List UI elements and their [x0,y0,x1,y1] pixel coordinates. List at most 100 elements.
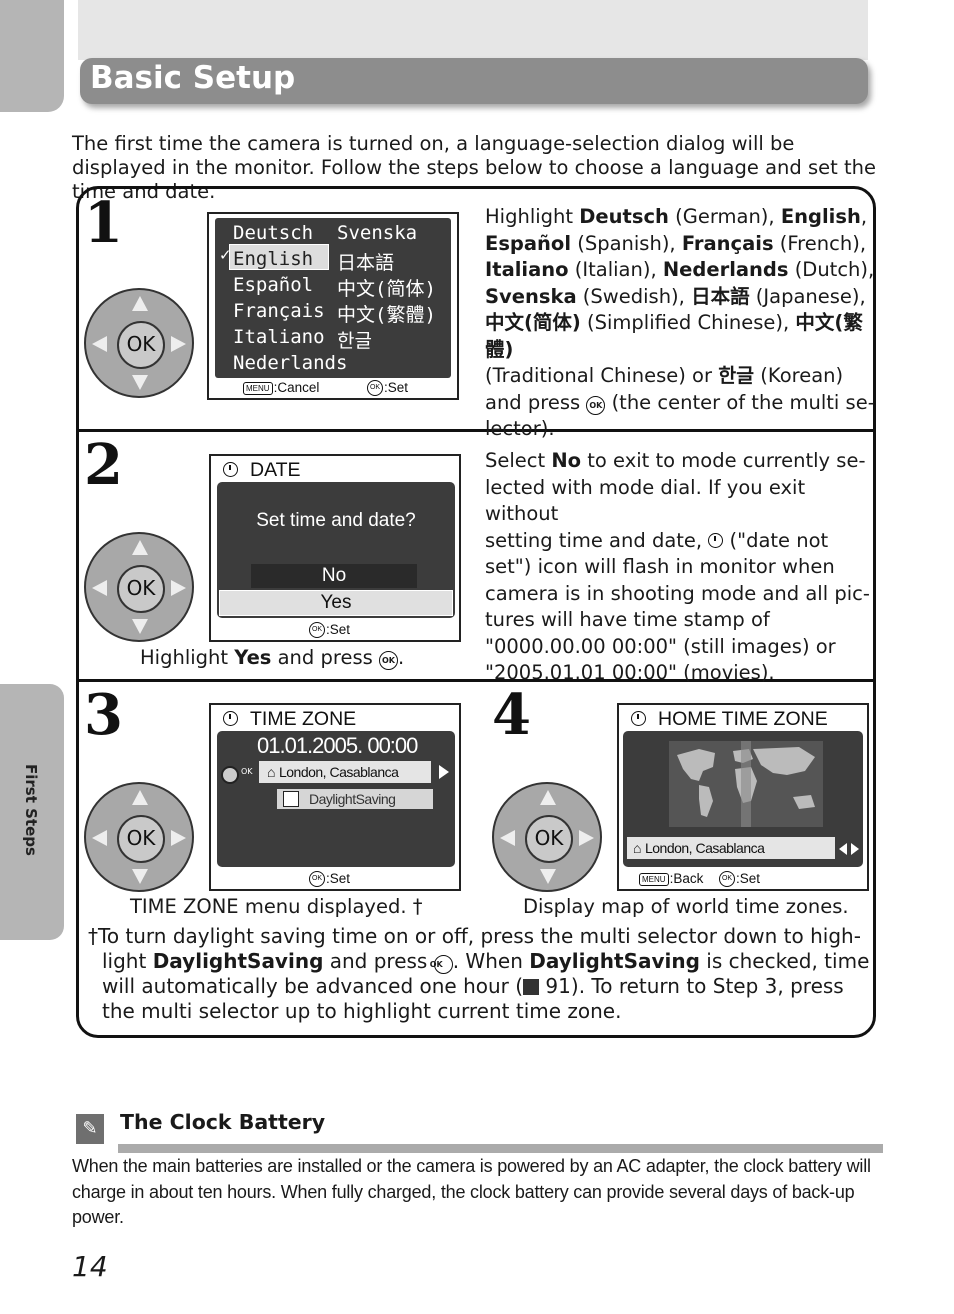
language-option[interactable]: Italiano [233,326,325,348]
option-no[interactable]: No [251,564,417,588]
text-run: 中文(繁體) [485,311,863,361]
page-number: 14 [72,1250,108,1283]
set-hint: OK:Set [367,380,408,397]
language-option[interactable]: Deutsch [233,222,314,244]
arrow-down-icon [132,619,148,634]
text-run: the multi selector up to highlight curre… [102,999,622,1023]
text-run: (Spanish), [571,231,682,255]
language-option[interactable]: 日本語 [337,252,395,274]
chapter-tab-side[interactable]: First Steps [0,684,64,940]
arrow-right-icon [171,580,186,596]
arrow-left-icon [92,580,107,596]
text-run: Nederlands [662,258,789,281]
clock-icon [631,711,646,726]
language-option[interactable]: Nederlands [233,352,348,374]
home-time-zone-screen: HOME TIME ZONE ⌂London, Casablanca MENU:… [617,703,869,891]
text-run: ("date not [723,528,829,552]
multi-selector-icon: OK [84,532,194,642]
arrow-right-icon [579,830,594,846]
text-run: tures will have time stamp of [485,608,770,631]
text-run: (German), [668,205,781,228]
language-option[interactable]: 한글 [337,330,372,352]
ok-icon: OK [586,395,606,415]
date-time-value: 01.01.2005. 00:00 [257,733,418,758]
date-dialog: Set time and date? No Yes [217,482,455,618]
chapter-tab-label: First Steps [22,764,40,856]
language-option[interactable]: Français [233,300,325,322]
language-option[interactable]: 中文(繁體) [337,304,436,326]
text-run: . [397,646,405,669]
arrow-up-icon [540,790,556,805]
page-title: Basic Setup [90,60,296,96]
text-run: (Swedish), [576,284,692,308]
language-option[interactable]: English [233,248,314,270]
text-run: and press [485,390,587,414]
text-run: 中文(简体) [485,311,581,334]
set-hint: OK:Set [309,622,350,639]
text-run: . When [452,949,530,973]
menu-icon: MENU [639,872,669,886]
ok-button-icon: OK [117,321,165,369]
text-run: "2005.01.01 00:00" (movies). [485,661,775,684]
ok-dot-icon [221,766,239,784]
world-map-icon [669,741,823,827]
ok-icon: OK [367,380,383,397]
chapter-tab-top [0,0,64,112]
step1-description: Highlight Deutsch (German), English,Espa… [485,204,875,443]
arrow-right-icon [171,336,186,352]
text-run: (Traditional Chinese) or [485,364,719,387]
clock-icon [223,711,238,726]
text-run: Español [485,231,572,255]
note-pencil-icon: ✎ [76,1114,104,1144]
language-option[interactable]: Svenska [337,222,418,244]
language-option[interactable]: 中文(简体) [337,278,436,300]
text-run: and press [323,949,434,973]
cancel-hint: MENU:Cancel [243,380,319,395]
header-band [78,0,868,60]
note-text: When the main batteries are installed or… [72,1156,871,1227]
text-run: (Korean) [754,364,844,387]
arrow-right-icon[interactable] [439,765,449,779]
arrow-down-icon [540,869,556,884]
multi-selector-icon: OK [84,288,194,398]
arrow-left-icon [500,830,515,846]
world-map-panel: ⌂London, Casablanca [623,731,863,867]
zone-field[interactable]: ⌂London, Casablanca [259,761,431,783]
back-hint: MENU:Back [639,871,703,886]
text-run: Highlight [140,646,235,669]
steps-box [76,186,876,1038]
step-divider [76,679,876,682]
text-run: and press [271,646,379,669]
language-option[interactable]: Español [233,274,314,296]
set-hint: OK:Set [309,871,350,888]
multi-selector-icon: OK [84,782,194,892]
option-yes[interactable]: Yes [219,590,453,616]
text-run: 한글 [718,364,755,387]
text-run: (Japanese), [749,284,866,308]
set-hint: OK:Set [719,871,760,888]
dialog-question: Set time and date? [256,510,416,531]
checkbox-icon [283,791,299,807]
home-zone-field[interactable]: ⌂London, Casablanca [627,837,835,859]
arrow-left-icon[interactable] [839,843,847,855]
text-run: (the center of the multi se- [605,390,875,414]
text-run: setting time and date, [485,528,709,552]
step2-caption: Highlight Yes and press OK. [140,646,404,670]
daylight-saving-option[interactable]: DaylightSaving [277,789,433,809]
ok-button-icon: OK [525,815,573,863]
ok-button-icon: OK [117,565,165,613]
text-run: Français [681,231,774,255]
screen-title: DATE [223,459,301,482]
text-run: , [860,205,868,228]
text-run: DaylightSaving [529,949,700,973]
text-run: light [102,949,153,973]
text-run: (Italian), [568,258,663,281]
text-run: 日本語 [691,284,750,308]
text-run: is checked, time [699,949,870,973]
text-run: † [88,924,98,948]
text-run: Italiano [485,258,569,281]
arrow-right-icon[interactable] [851,843,859,855]
arrow-up-icon [132,790,148,805]
ok-icon: OK [378,651,398,670]
